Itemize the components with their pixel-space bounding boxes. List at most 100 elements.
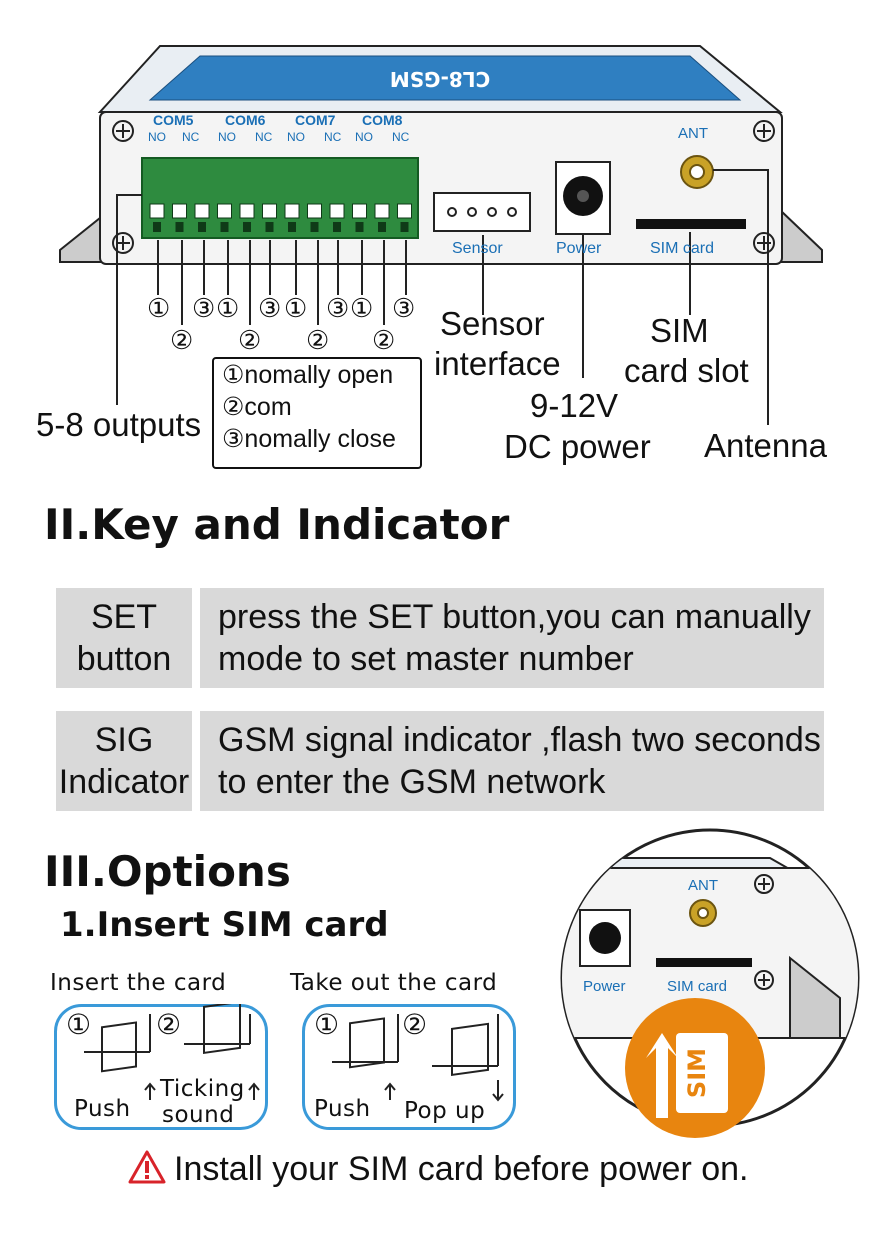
warning-line: Install your SIM card before power on. [128,1150,768,1193]
terminal-slot [239,203,255,219]
terminal-pin [288,222,296,232]
sim-callout-1: SIM [650,312,709,349]
sig-key-line1: SIG [94,721,154,759]
set-desc-line2: mode to set master number [218,640,634,678]
pin-marker: ① [216,293,240,323]
set-desc-cell: press the SET button,you can manually mod… [200,588,824,688]
terminal-slot [307,203,322,219]
pin-leaders [116,240,769,425]
warning-text: Install your SIM card before power on. [174,1150,749,1188]
takeout-push-label: Push [314,1096,371,1122]
sig-indicator-row: SIG Indicator GSM signal indicator ,flash… [56,711,824,811]
terminal-block [141,157,419,239]
terminal-slot [194,203,210,219]
power-callout-2: DC power [504,428,651,465]
pin-marker: ① [350,293,374,323]
terminal-slot [329,203,345,219]
terminal-slot [352,203,367,219]
terminal-slot [262,203,277,219]
pin-legend: ①nomally open ②com ③nomally close [212,357,422,469]
terminal-pin [378,222,386,232]
terminal-pin [220,222,229,232]
pin-marker: ① [147,293,171,323]
terminal-pin [355,222,364,232]
com8-label: COM8 [362,112,403,128]
sim-callout-2: card slot [624,352,749,389]
terminal-pin [400,222,409,232]
pin-marker: ③ [258,293,282,323]
set-desc-line1: press the SET button,you can manually [218,598,811,636]
com5-label: COM5 [153,112,194,128]
nc-label: NC [255,130,273,144]
pin-marker: ② [372,325,396,355]
ant-port-label: ANT [678,125,708,142]
insert-tick-label-1: Ticking [160,1076,245,1102]
device-top-label: CL8-GSM [390,67,490,91]
terminal-pin [333,222,341,232]
terminal-pin [175,222,184,232]
pin-marker: ③ [392,293,416,323]
nc-label: NC [182,130,200,144]
terminal-slot [172,203,187,219]
sig-desc-line2: to enter the GSM network [218,763,606,801]
legend-com: ②com [222,393,292,421]
legend-open: ①nomally open [222,361,394,389]
legend-close: ③nomally close [222,425,396,453]
insert-card-panel [54,1004,268,1130]
pin-marker: ② [170,325,194,355]
zoom-sim-card-text: SIM [683,1048,711,1098]
com7-label: COM7 [295,112,336,128]
takeout-card-panel [302,1004,516,1130]
pin-marker: ② [238,325,262,355]
sensor-callout-1: Sensor [440,305,545,342]
warning-icon [128,1150,166,1193]
terminal-slot [397,203,412,219]
pin-marker: ① [284,293,308,323]
zoom-power-label: Power [583,978,626,995]
sensor-port-label: Sensor [452,240,503,257]
takeout-caption: Take out the card [290,970,498,996]
sensor-callout-2: interface [434,345,561,382]
sim-port-label: SIM card [650,240,715,257]
section2-title: II.Key and Indicator [44,500,510,549]
no-label: NO [287,130,305,144]
sig-desc-line1: GSM signal indicator ,flash two seconds [218,721,821,759]
insert-push-label: Push [74,1096,131,1122]
sig-desc-cell: GSM signal indicator ,flash two seconds t… [200,711,824,811]
zoom-sim-label: SIM card [667,978,728,995]
pin-marker: ③ [326,293,350,323]
set-key-line2: button [76,640,172,678]
insert-step2: ② [156,1009,182,1040]
pin-marker: ② [306,325,330,355]
pin-marker: ③ [192,293,216,323]
terminal-pin [153,222,161,232]
sig-key-cell: SIG Indicator [56,711,192,811]
antenna-callout: Antenna [704,427,827,464]
sim-zoom-illustration: SIM [560,828,860,1138]
nc-label: NC [392,130,410,144]
no-label: NO [355,130,373,144]
section3-title: III.Options [44,847,291,896]
terminal-pin [198,222,206,232]
terminal-slot [149,203,165,219]
insert-tick-label-2: sound [162,1102,235,1128]
section3-subtitle: 1.Insert SIM card [60,905,389,945]
insert-step1: ① [66,1009,92,1040]
terminal-pin [265,222,274,232]
sim-slot [636,219,746,229]
no-label: NO [148,130,166,144]
terminal-pin [243,222,251,232]
takeout-step1: ① [314,1009,340,1040]
power-port-label: Power [556,240,602,257]
terminal-slot [374,203,390,219]
insert-caption: Insert the card [50,970,227,996]
no-label: NO [218,130,236,144]
terminal-pin [310,222,319,232]
zoom-ant-label: ANT [688,877,718,894]
power-callout-1: 9-12V [530,387,619,424]
takeout-popup-label: Pop up [404,1098,486,1124]
outputs-callout: 5-8 outputs [36,406,202,443]
sig-key-line2: Indicator [58,763,190,801]
